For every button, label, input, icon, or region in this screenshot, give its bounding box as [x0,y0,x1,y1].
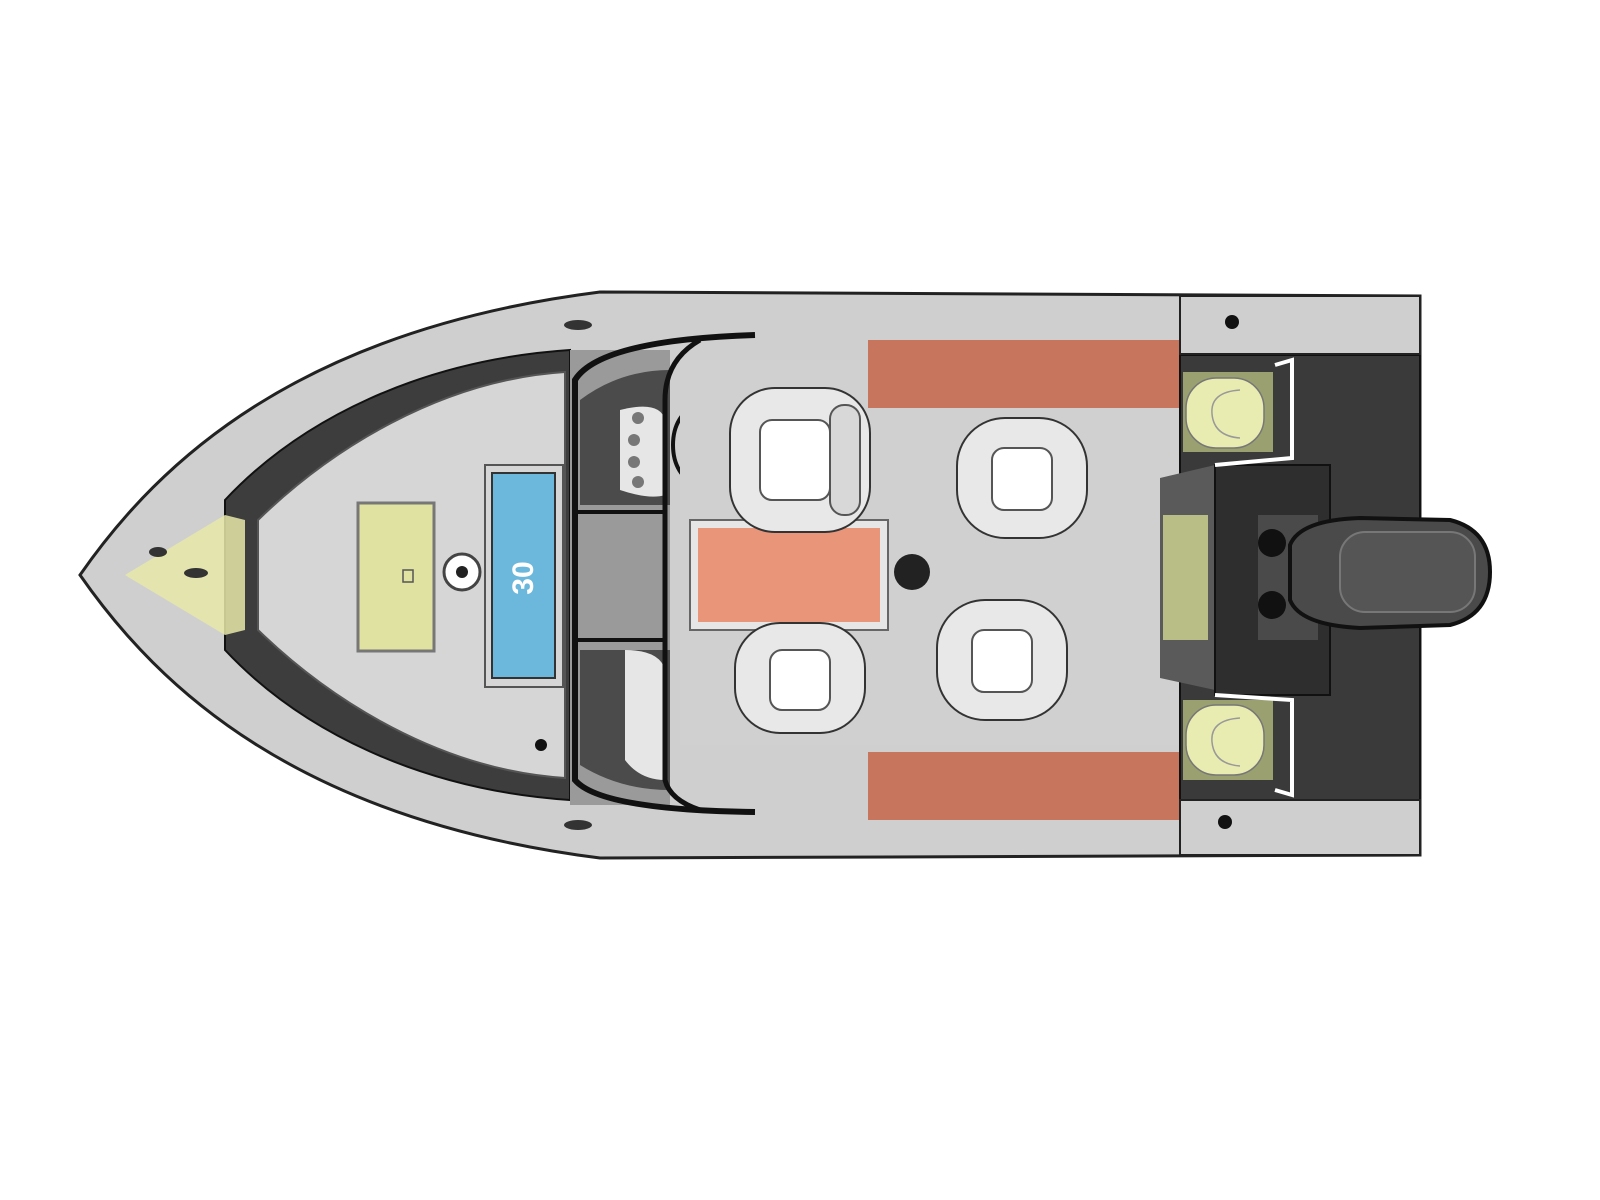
bolt-icon [1258,591,1286,619]
deck-fitting-icon [1218,815,1232,829]
bolt-icon [1258,529,1286,557]
casting-deck [698,528,880,622]
gauge-icon [632,412,644,424]
rod-locker-port [868,340,1180,408]
rear-seat-port [956,417,1088,539]
seat-pedestal-icon [894,554,930,590]
passenger-dash [625,650,665,780]
bow-light-area [125,515,245,635]
rod-locker-starboard [868,752,1180,820]
deck-fitting-icon [1225,315,1239,329]
outboard-cowling [1339,531,1476,613]
starboard-side-deck [1179,799,1421,856]
cleat-icon [184,568,208,578]
livewell-capacity-label: 30 [507,561,540,594]
dash-panel [620,406,665,497]
cleat-icon [564,820,592,830]
transom-step [1214,357,1294,467]
mount-hub [456,566,468,578]
port-side-deck [1179,295,1421,355]
gauge-icon [632,476,644,488]
stern-seat-port [1183,372,1273,452]
livewell [491,472,556,679]
rear-seat-starboard [936,599,1068,721]
cleat-icon [564,320,592,330]
passenger-seat [734,622,866,734]
cleat-icon [149,547,167,557]
helm-seat [729,387,871,533]
storage-hatch [356,501,436,653]
hatch-latch [402,569,414,583]
deck-plug-icon [535,739,547,751]
gauge-icon [628,456,640,468]
gauge-icon [628,434,640,446]
stern-hatch [1163,515,1208,640]
stern-seat-starboard [1183,700,1273,780]
windshield-frame [572,332,756,815]
windshield-frame-inner [662,337,702,813]
transom-step [1214,693,1294,798]
